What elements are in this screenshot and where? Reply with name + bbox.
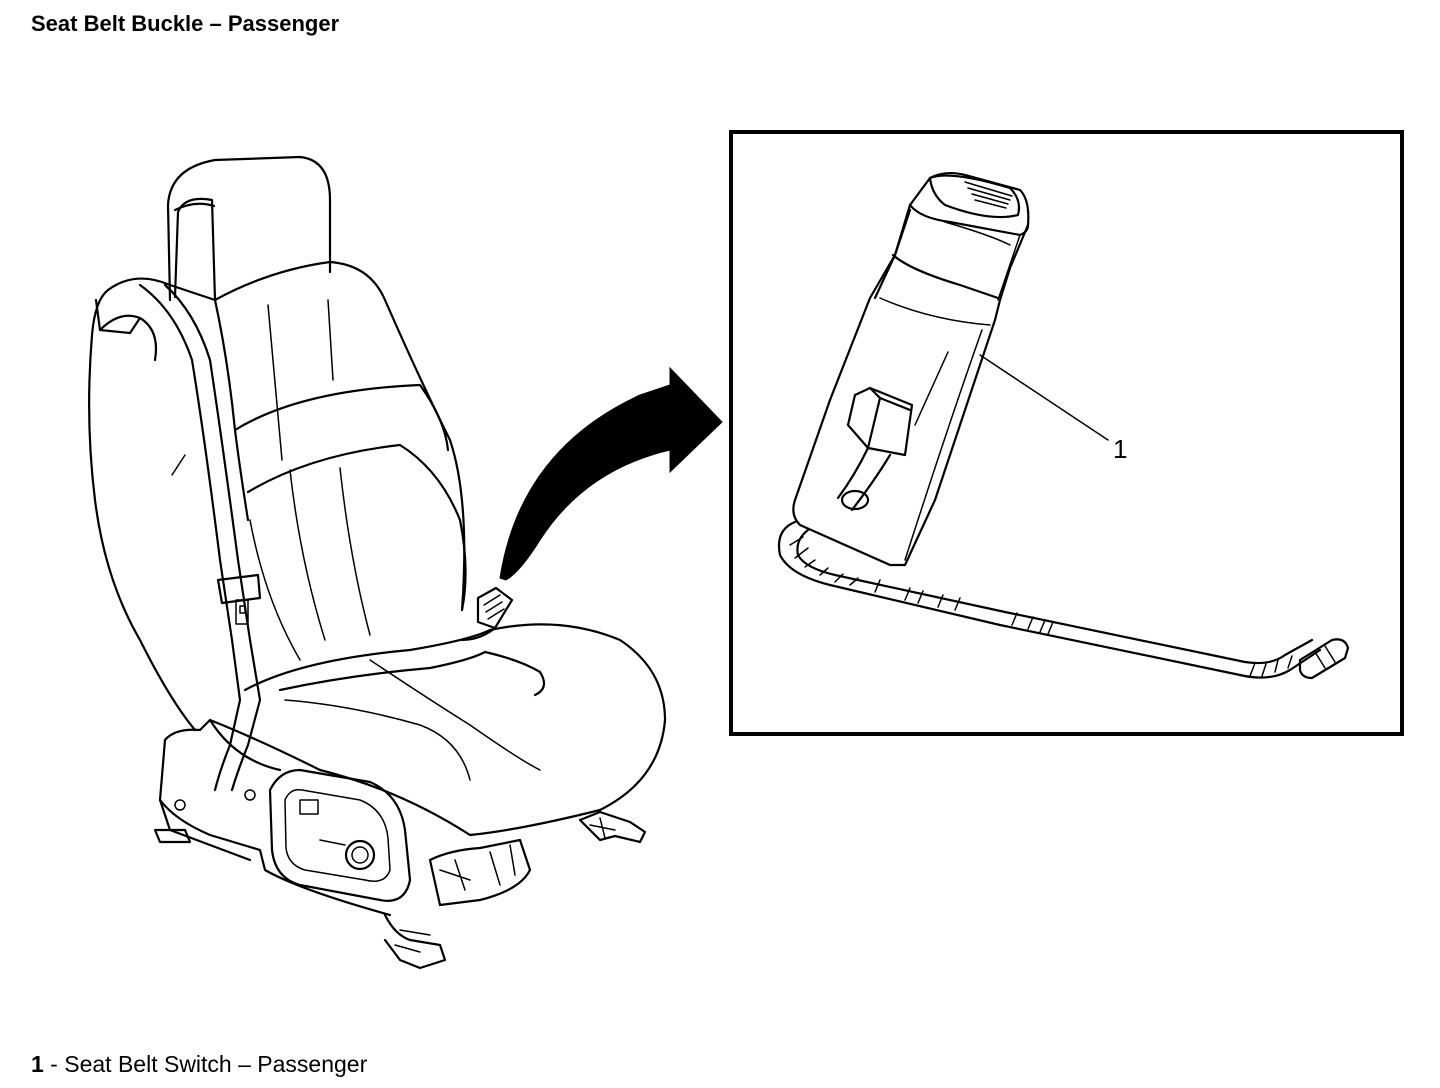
legend: 1 - Seat Belt Switch – Passenger [31,1051,367,1078]
legend-separator: - [43,1051,65,1077]
seat-illustration [88,155,667,970]
legend-text: Seat Belt Switch – Passenger [64,1051,368,1077]
buckle-detail-illustration [777,171,1350,680]
figure-title: Seat Belt Buckle – Passenger [31,11,340,36]
callout-label-1: 1 [1113,434,1127,464]
detail-inset-frame [729,130,1404,736]
curved-arrow [499,366,723,581]
legend-number: 1 [31,1051,44,1077]
